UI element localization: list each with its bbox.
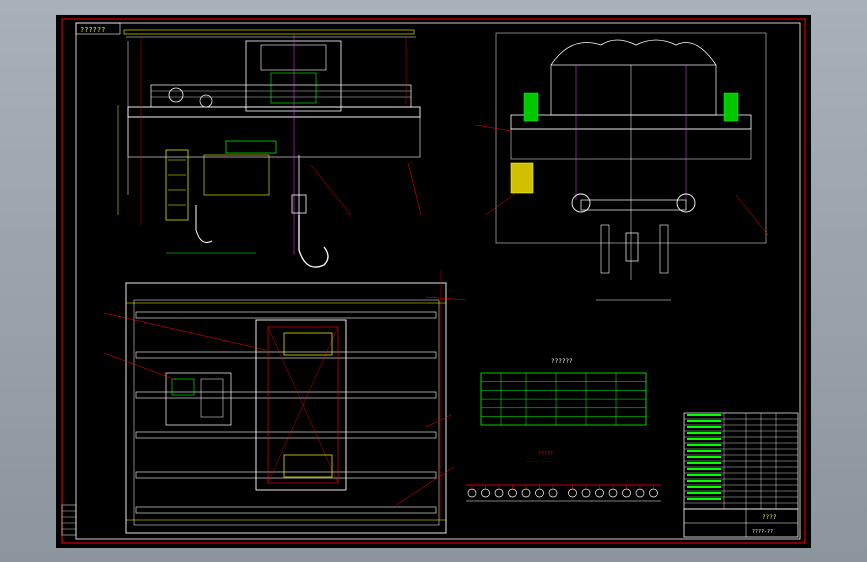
drawing-number: ????-??: [752, 529, 773, 535]
hoist-circle: [649, 488, 658, 498]
top-left-label-box: [75, 22, 121, 35]
hoist-circle: [467, 488, 477, 498]
spec-table-title: ??????: [551, 358, 573, 365]
parts-entry: [687, 474, 721, 476]
hoist-circle: [548, 488, 558, 498]
cross-beam: [135, 391, 437, 399]
schematic-title: ?????: [538, 451, 553, 457]
parts-entry: [687, 450, 721, 452]
cross-beam: [135, 351, 437, 359]
revision-strip: [61, 504, 77, 536]
parts-entry: [687, 420, 721, 422]
hoist-circle: [595, 488, 604, 498]
parts-entry: [687, 414, 721, 416]
parts-entry: [687, 438, 721, 440]
front-elevation-view: [117, 29, 422, 268]
parts-entry: [687, 498, 721, 500]
drawing-svg: ??????: [61, 18, 806, 544]
hoist-circle: [535, 488, 544, 498]
top-left-label: ??????: [80, 26, 105, 34]
cross-beam: [135, 431, 437, 439]
parts-entry: [687, 480, 721, 482]
parts-entry: [687, 456, 721, 458]
parts-entry: [687, 468, 721, 470]
hoist-schematic: ????? ----- -----: [466, 451, 661, 502]
parts-entry: [687, 486, 721, 488]
schematic-subtitle: ----- -----: [526, 459, 553, 464]
outer-frame: [61, 18, 806, 544]
parts-entry: [687, 432, 721, 434]
cross-beam: [135, 506, 437, 514]
hoist-circle: [581, 488, 591, 498]
title-block-label: ????: [762, 514, 777, 521]
parts-entry: [687, 492, 721, 494]
hoist-circle: [521, 488, 531, 498]
title-block: ???? ????-??: [683, 508, 799, 538]
side-elevation-view: [475, 32, 769, 301]
parts-entry: [687, 462, 721, 464]
hoist-circle: [568, 488, 577, 498]
parts-entry: [687, 426, 721, 428]
hoist-circle: [608, 488, 618, 498]
plan-view: [103, 270, 467, 534]
hoist-circle: [508, 488, 517, 498]
hoist-circle: [635, 488, 645, 498]
inner-frame: [75, 22, 801, 540]
hoist-circle: [622, 488, 631, 498]
cross-beam: [135, 471, 437, 479]
drawing-canvas[interactable]: ??????: [56, 15, 811, 548]
spec-table: ??????: [480, 358, 647, 426]
hoist-circle: [494, 488, 504, 498]
hoist-circle: [481, 488, 490, 498]
parts-list-table: [683, 412, 799, 510]
parts-entry: [687, 444, 721, 446]
cross-beam: [135, 311, 437, 319]
